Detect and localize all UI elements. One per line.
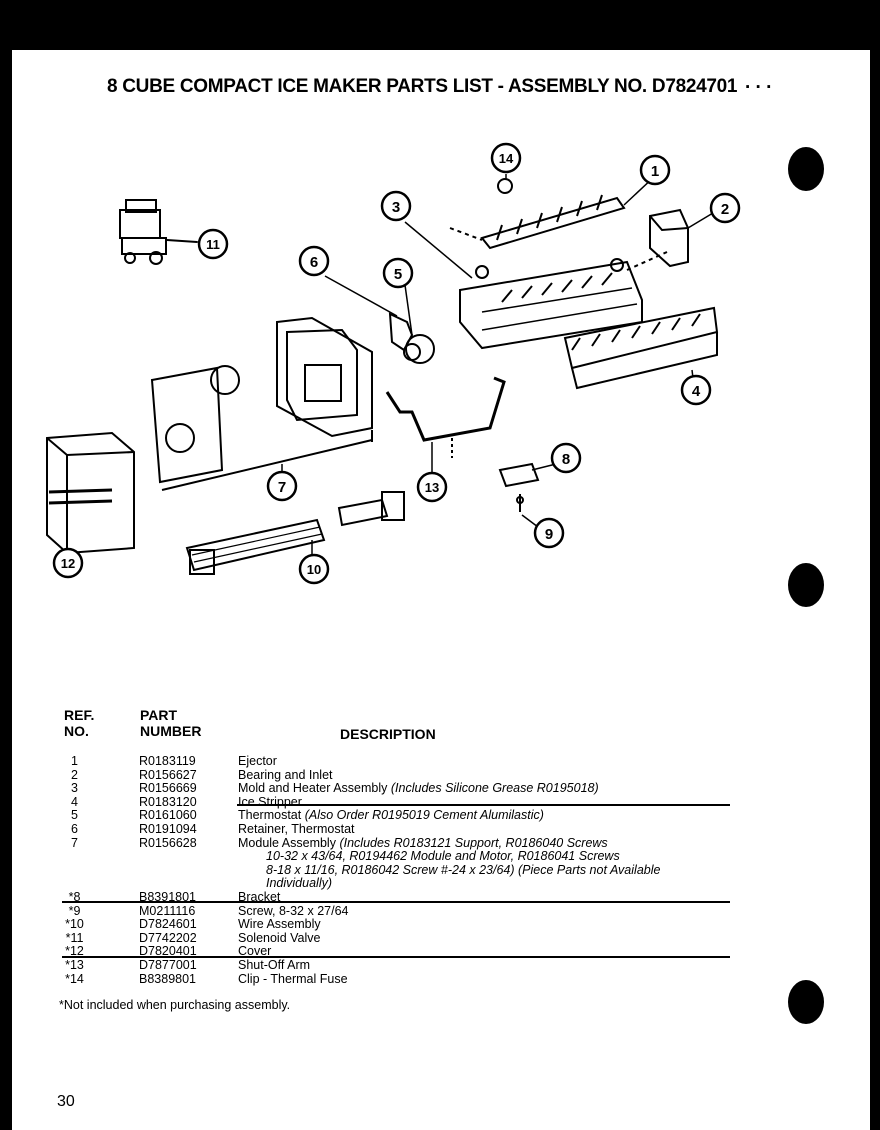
callout-5: 5 bbox=[382, 257, 414, 289]
divider-rule bbox=[62, 956, 730, 958]
svg-text:8: 8 bbox=[562, 451, 570, 468]
callout-1: 1 bbox=[639, 154, 671, 186]
wire-assembly-part bbox=[185, 491, 405, 575]
binder-hole-bottom bbox=[788, 980, 824, 1024]
thermal-fuse-clip-part bbox=[497, 178, 513, 194]
exploded-parts-diagram: 1 2 3 4 5 6 7 8 9 10 11 12 13 14 bbox=[46, 142, 741, 585]
description-header: DESCRIPTION bbox=[340, 726, 436, 742]
callout-6: 6 bbox=[298, 245, 330, 277]
callout-9: 9 bbox=[533, 517, 565, 549]
callout-3: 3 bbox=[380, 190, 412, 222]
ejector-part bbox=[449, 194, 626, 250]
catalog-page: 8 CUBE COMPACT ICE MAKER PARTS LIST - AS… bbox=[12, 50, 870, 1130]
svg-text:14: 14 bbox=[499, 151, 514, 166]
module-note-line: 8-18 x 11/16, R0186042 Screw #-24 x 23/6… bbox=[266, 862, 661, 877]
thermostat-retainer-part bbox=[388, 312, 435, 364]
svg-text:12: 12 bbox=[61, 556, 75, 571]
svg-text:3: 3 bbox=[392, 199, 400, 216]
callout-7: 7 bbox=[266, 470, 298, 502]
svg-text:7: 7 bbox=[278, 479, 286, 496]
svg-text:5: 5 bbox=[394, 266, 402, 283]
page-title: 8 CUBE COMPACT ICE MAKER PARTS LIST - AS… bbox=[107, 76, 738, 97]
callout-12: 12 bbox=[52, 547, 84, 579]
module-note-line: 10-32 x 43/64, R0194462 Module and Motor… bbox=[266, 849, 620, 864]
callout-4: 4 bbox=[680, 374, 712, 406]
svg-text:9: 9 bbox=[545, 526, 553, 543]
bracket-part bbox=[498, 462, 540, 512]
callout-10: 10 bbox=[298, 553, 330, 585]
solenoid-valve-part bbox=[119, 199, 198, 265]
module-assembly-part bbox=[150, 316, 373, 491]
title-dots: . . . bbox=[745, 72, 772, 93]
svg-text:1: 1 bbox=[651, 163, 659, 180]
svg-text:2: 2 bbox=[721, 201, 729, 218]
svg-text:13: 13 bbox=[425, 480, 439, 495]
svg-text:6: 6 bbox=[310, 254, 318, 271]
svg-text:10: 10 bbox=[307, 562, 321, 577]
callout-8: 8 bbox=[550, 442, 582, 474]
ref-no-header: REF.NO. bbox=[64, 707, 95, 739]
cover-part bbox=[46, 431, 135, 555]
callout-2: 2 bbox=[709, 192, 741, 224]
divider-rule bbox=[237, 804, 730, 806]
svg-text:11: 11 bbox=[206, 237, 220, 252]
ice-stripper-part bbox=[563, 306, 719, 390]
binder-hole-top bbox=[788, 147, 824, 191]
svg-text:4: 4 bbox=[692, 383, 701, 400]
mold-heater-part bbox=[459, 258, 643, 350]
footnote: *Not included when purchasing assembly. bbox=[59, 998, 291, 1012]
callouts: 1 2 3 4 5 6 7 8 9 10 11 12 13 14 bbox=[52, 142, 741, 585]
callout-14: 14 bbox=[490, 142, 522, 174]
callout-13: 13 bbox=[416, 471, 448, 503]
callout-11: 11 bbox=[197, 228, 229, 260]
page-number: 30 bbox=[57, 1093, 75, 1110]
bearing-inlet-part bbox=[626, 208, 689, 271]
shut-off-arm-part bbox=[385, 376, 506, 458]
module-note-line: Individually) bbox=[266, 876, 333, 891]
binder-hole-middle bbox=[788, 563, 824, 607]
divider-rule bbox=[62, 901, 730, 903]
